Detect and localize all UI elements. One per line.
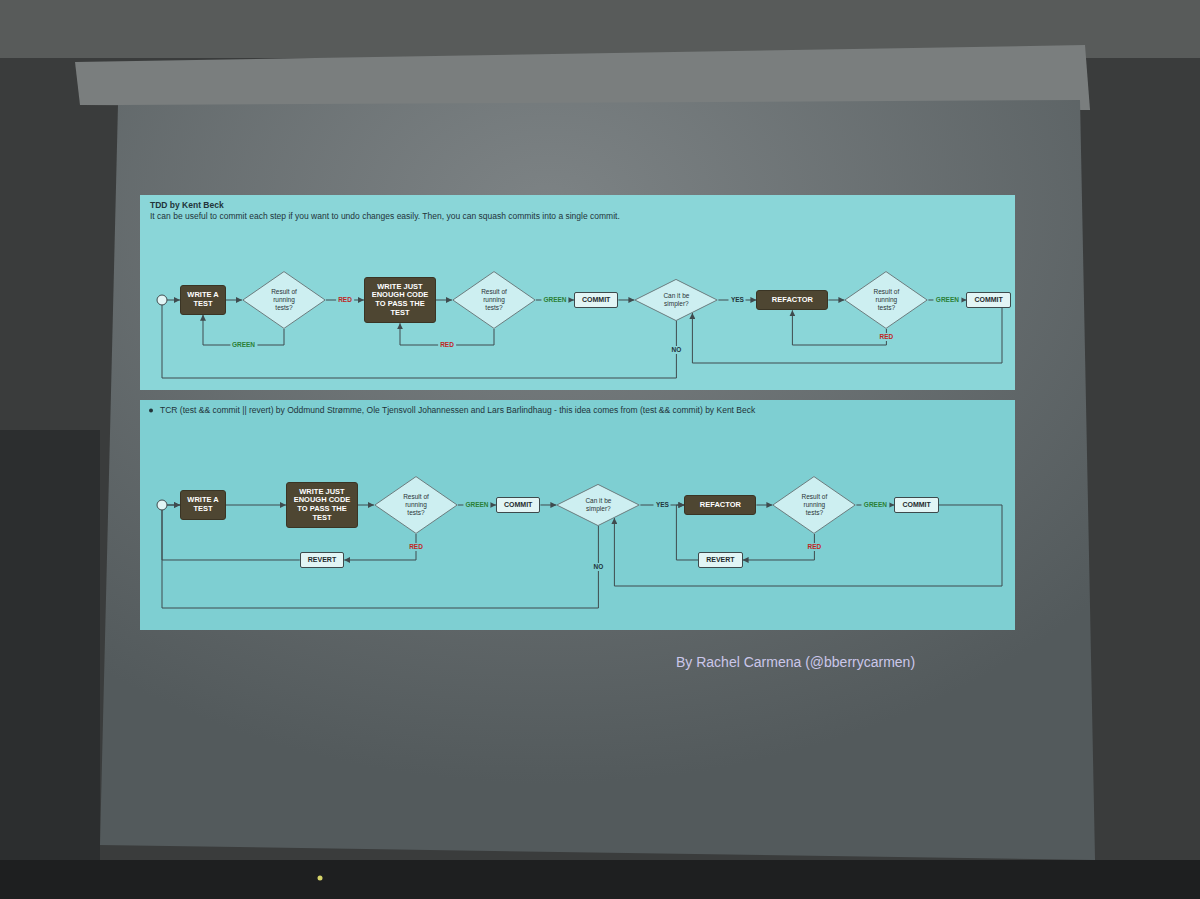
edge-label: YES bbox=[654, 501, 671, 509]
diamond-shape bbox=[375, 477, 457, 534]
decision-diamond: Result of running tests? bbox=[452, 271, 536, 329]
flow-arrow bbox=[618, 299, 634, 300]
flow-arrow bbox=[162, 300, 676, 378]
node-text: WRITE A TEST bbox=[184, 291, 222, 308]
decision-diamond: Can it be simpler? bbox=[634, 279, 718, 321]
process-box: WRITE JUST ENOUGH CODE TO PASS THE TEST bbox=[364, 277, 436, 324]
node-text: REFACTOR bbox=[772, 296, 813, 305]
edge-label: RED bbox=[878, 333, 896, 341]
edge-label: RED bbox=[806, 543, 824, 551]
diamond-shape bbox=[557, 484, 639, 525]
flow-arrow bbox=[614, 505, 1002, 586]
edge-label: GREEN bbox=[541, 296, 568, 304]
flow-arrow bbox=[756, 505, 772, 506]
diamond-shape bbox=[773, 477, 855, 534]
action-box: REVERT bbox=[300, 552, 344, 568]
flow-arrow bbox=[676, 505, 698, 560]
process-box: WRITE A TEST bbox=[180, 285, 226, 314]
diamond-shape bbox=[453, 272, 535, 329]
flow-arrow bbox=[792, 310, 886, 345]
node-text: WRITE A TEST bbox=[184, 496, 222, 513]
decision-diamond: Result of running tests? bbox=[844, 271, 928, 329]
diamond-shape bbox=[845, 272, 927, 329]
flow-arrow bbox=[162, 505, 300, 560]
node-text: Result of running tests? bbox=[398, 493, 434, 517]
decision-diamond: Result of running tests? bbox=[772, 476, 856, 534]
action-box: COMMIT bbox=[496, 497, 540, 513]
flow-arrow bbox=[226, 505, 286, 506]
process-box: REFACTOR bbox=[756, 290, 828, 311]
diamond-shape bbox=[635, 279, 717, 320]
edge-label: YES bbox=[729, 296, 746, 304]
edge-label: GREEN bbox=[463, 501, 490, 509]
node-text: COMMIT bbox=[974, 296, 1002, 304]
edge-label: GREEN bbox=[934, 296, 961, 304]
flow-arrow bbox=[692, 300, 1010, 363]
edge-label: RED bbox=[407, 543, 425, 551]
edge-label: RED bbox=[336, 296, 354, 304]
panel-title: TDD by Kent Beck bbox=[150, 200, 1005, 211]
edge-label: NO bbox=[670, 346, 684, 354]
decision-diamond: Can it be simpler? bbox=[556, 484, 640, 526]
decision-diamond: Result of running tests? bbox=[242, 271, 326, 329]
flow-arrow bbox=[436, 300, 452, 301]
edge-label: RED bbox=[438, 341, 456, 349]
node-text: Can it be simpler? bbox=[658, 292, 694, 308]
process-box: REFACTOR bbox=[684, 495, 756, 516]
screen-housing bbox=[75, 45, 1090, 110]
edge-label: GREEN bbox=[230, 341, 257, 349]
node-text: COMMIT bbox=[902, 501, 930, 509]
node-text: COMMIT bbox=[582, 296, 610, 304]
node-text: Can it be simpler? bbox=[580, 497, 616, 513]
node-text: WRITE JUST ENOUGH CODE TO PASS THE TEST bbox=[290, 488, 354, 523]
action-box: COMMIT bbox=[966, 292, 1010, 308]
start-circle bbox=[157, 295, 167, 305]
flow-arrow bbox=[226, 300, 242, 301]
node-text: Result of running tests? bbox=[476, 288, 512, 312]
node-text: Result of running tests? bbox=[868, 288, 904, 312]
flow-arrow bbox=[743, 534, 815, 560]
node-text: REVERT bbox=[308, 556, 336, 564]
door bbox=[0, 430, 100, 899]
action-box: REVERT bbox=[698, 552, 742, 568]
diamond-shape bbox=[243, 272, 325, 329]
node-text: REVERT bbox=[706, 556, 734, 564]
panel-note: It can be useful to commit each step if … bbox=[150, 211, 1005, 222]
floor bbox=[0, 860, 1200, 899]
decision-diamond: Result of running tests? bbox=[374, 476, 458, 534]
node-text: REFACTOR bbox=[700, 501, 741, 510]
node-text: COMMIT bbox=[504, 501, 532, 509]
projection-screen bbox=[100, 100, 1095, 860]
flow-arrow bbox=[162, 505, 598, 608]
action-box: COMMIT bbox=[894, 497, 938, 513]
process-box: WRITE JUST ENOUGH CODE TO PASS THE TEST bbox=[286, 482, 358, 529]
process-box: WRITE A TEST bbox=[180, 490, 226, 519]
edge-label: GREEN bbox=[862, 501, 889, 509]
edge-label: NO bbox=[592, 563, 606, 571]
panel-title: TCR (test && commit || revert) by Oddmun… bbox=[160, 405, 1005, 416]
diagram-panel: TCR (test && commit || revert) by Oddmun… bbox=[140, 400, 1015, 630]
list-bullet bbox=[149, 409, 153, 413]
start-circle bbox=[157, 500, 167, 510]
slide-caption: By Rachel Carmena (@bberrycarmen) bbox=[676, 653, 915, 671]
flow-arrow bbox=[344, 534, 416, 560]
node-text: WRITE JUST ENOUGH CODE TO PASS THE TEST bbox=[368, 283, 432, 318]
diagram-panel: TDD by Kent BeckIt can be useful to comm… bbox=[140, 195, 1015, 390]
flow-arrow bbox=[540, 504, 556, 505]
connectors bbox=[162, 300, 1011, 608]
indicator-light bbox=[318, 876, 323, 881]
node-text: Result of running tests? bbox=[266, 288, 302, 312]
action-box: COMMIT bbox=[574, 292, 618, 308]
flow-arrow bbox=[828, 300, 844, 301]
flow-arrow bbox=[358, 505, 374, 506]
node-text: Result of running tests? bbox=[796, 493, 832, 517]
